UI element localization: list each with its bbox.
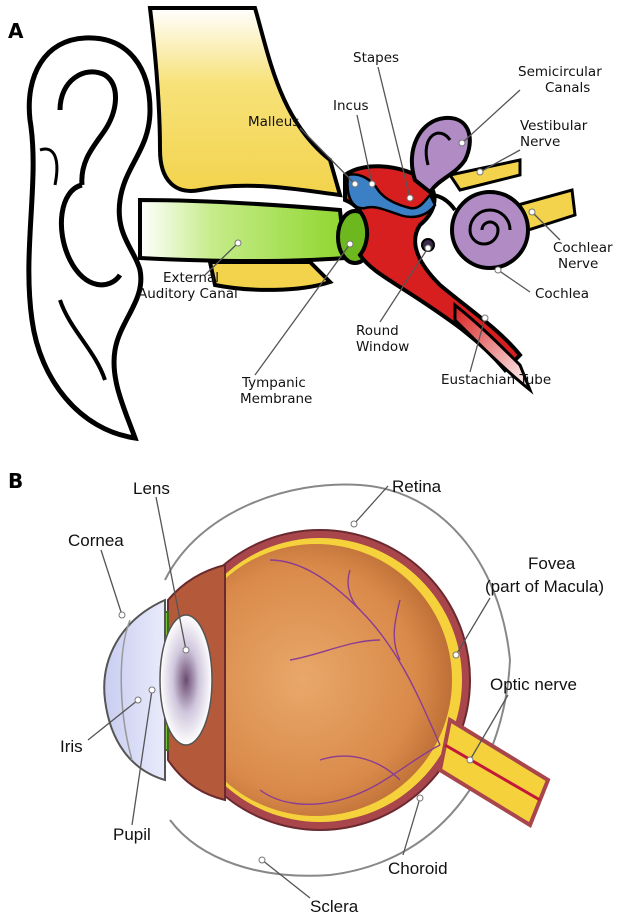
fovea-leader-dot	[453, 652, 459, 658]
label-vestibular-1: Vestibular	[520, 118, 588, 134]
external-canal-shape	[140, 200, 345, 261]
cochlear-nerve-leader-dot	[529, 209, 535, 215]
lens-leader-dot	[183, 647, 189, 653]
retina-leader	[354, 486, 388, 524]
label-round-2: Window	[356, 339, 409, 355]
label-iris: Iris	[60, 737, 83, 756]
label-semicircular-2: Canals	[545, 80, 590, 96]
label-malleus: Malleus	[248, 114, 299, 130]
label-fovea-2: (part of Macula)	[485, 577, 604, 596]
cornea-leader	[101, 550, 122, 615]
label-optic-nerve: Optic nerve	[490, 675, 577, 694]
canal-leader-dot	[235, 240, 241, 246]
label-cochlear-2: Nerve	[558, 256, 598, 272]
cochlea-leader-dot	[495, 267, 501, 273]
lens-shape	[160, 615, 212, 745]
panel-b-eye: B	[8, 469, 604, 916]
semicircular-leader	[462, 90, 520, 143]
label-tympanic-1: Tympanic	[241, 375, 306, 391]
pinna	[29, 38, 150, 438]
vestibular-leader-dot	[477, 169, 483, 175]
label-eustachian: Eustachian Tube	[441, 372, 551, 388]
choroid-leader-dot	[417, 795, 423, 801]
label-fovea-1: Fovea	[528, 554, 576, 573]
upper-temporal-bone	[150, 8, 340, 195]
panel-b-letter: B	[8, 469, 23, 493]
tympanic-leader-dot	[347, 241, 353, 247]
sclera-leader-dot	[259, 857, 265, 863]
label-cochlear-1: Cochlear	[553, 240, 613, 256]
iris-leader-dot	[135, 697, 141, 703]
label-cochlea: Cochlea	[535, 286, 589, 302]
stapes-leader-dot	[407, 195, 413, 201]
round-window-leader-dot	[425, 245, 431, 251]
incus-leader-dot	[369, 181, 375, 187]
semicircular-leader-dot	[459, 140, 465, 146]
malleus-leader-dot	[352, 181, 358, 187]
label-pupil: Pupil	[113, 825, 151, 844]
panel-a-letter: A	[8, 19, 24, 43]
optic-nerve-leader-dot	[467, 757, 473, 763]
cochlea-leader	[498, 270, 530, 292]
label-semicircular-1: Semicircular	[518, 64, 602, 80]
label-lens: Lens	[133, 479, 170, 498]
panel-a-ear: A	[8, 8, 613, 438]
label-round-1: Round	[356, 323, 399, 339]
sclera-leader	[262, 860, 310, 898]
label-sclera: Sclera	[310, 897, 359, 916]
label-tympanic-2: Membrane	[240, 391, 312, 407]
label-vestibular-2: Nerve	[520, 134, 560, 150]
label-cornea: Cornea	[68, 531, 124, 550]
cornea-leader-dot	[119, 612, 125, 618]
cornea-shape	[104, 600, 165, 780]
label-external-1: External	[163, 270, 219, 286]
label-incus: Incus	[333, 98, 369, 114]
retina-leader-dot	[351, 521, 357, 527]
label-stapes: Stapes	[353, 50, 399, 66]
label-choroid: Choroid	[388, 859, 448, 878]
eustachian-leader-dot	[482, 315, 488, 321]
label-retina: Retina	[392, 477, 442, 496]
pupil-leader-dot	[149, 687, 155, 693]
label-external-2: Auditory Canal	[138, 286, 238, 302]
